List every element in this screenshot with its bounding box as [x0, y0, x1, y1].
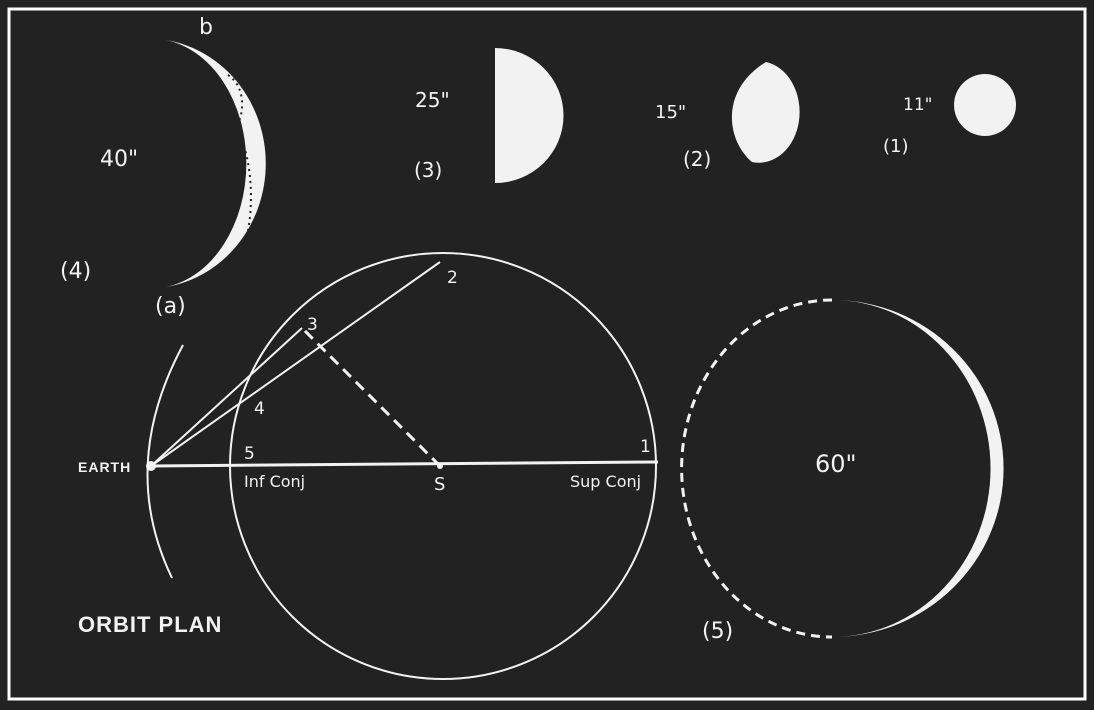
phase-2-number-label: (2): [683, 147, 711, 171]
sup-conj-label: Sup Conj: [570, 472, 641, 491]
sight-line-3: [150, 327, 303, 467]
orbit-plan-caption: ORBIT PLAN: [78, 612, 222, 637]
phase-4-dotted-outline: [227, 74, 252, 241]
sight-line-2: [150, 261, 441, 467]
sun-label: S: [434, 474, 445, 495]
phase-5-number-label: (5): [702, 619, 733, 644]
earth-sun-line: [150, 460, 659, 468]
earth-dot: [146, 461, 156, 471]
phase-5-crescent: [680, 298, 1004, 639]
phase-3-number-label: (3): [414, 158, 442, 182]
orbit-point-3: 3: [307, 315, 318, 335]
orbit-point-5: 5: [244, 444, 255, 464]
inf-conj-label: Inf Conj: [244, 472, 305, 491]
phase-1-full-disc: [954, 74, 1016, 136]
phase-2-size-label: 15": [655, 102, 686, 123]
earth-label: EARTH: [78, 459, 131, 475]
orbit-point-4: 4: [254, 399, 265, 419]
phase-4-size-label: 40": [100, 147, 138, 172]
phase-4-crescent: [166, 40, 266, 287]
phase-1-number-label: (1): [883, 136, 909, 157]
phase-4-dotted-outline-2: [221, 94, 230, 141]
orbit-point-2: 2: [447, 268, 458, 288]
sun-to-point-3-dashed: [300, 326, 442, 468]
phase-2-gibbous: [731, 62, 800, 163]
phase-3-half-disc: [495, 48, 564, 183]
phase-4-marker-a: (a): [155, 294, 186, 319]
phase-5-size-label: 60": [815, 450, 857, 478]
orbit-point-1: 1: [640, 437, 651, 457]
phase-1-size-label: 11": [903, 95, 932, 115]
orbit-plan: [146, 252, 659, 680]
phase-4-marker-b: b: [199, 15, 213, 40]
phase-5-dashed-outline: [680, 298, 833, 639]
diagram-frame: [7, 7, 1087, 701]
sun-dot: [437, 463, 443, 469]
phase-4-number-label: (4): [60, 259, 91, 284]
phase-3-size-label: 25": [415, 88, 450, 112]
